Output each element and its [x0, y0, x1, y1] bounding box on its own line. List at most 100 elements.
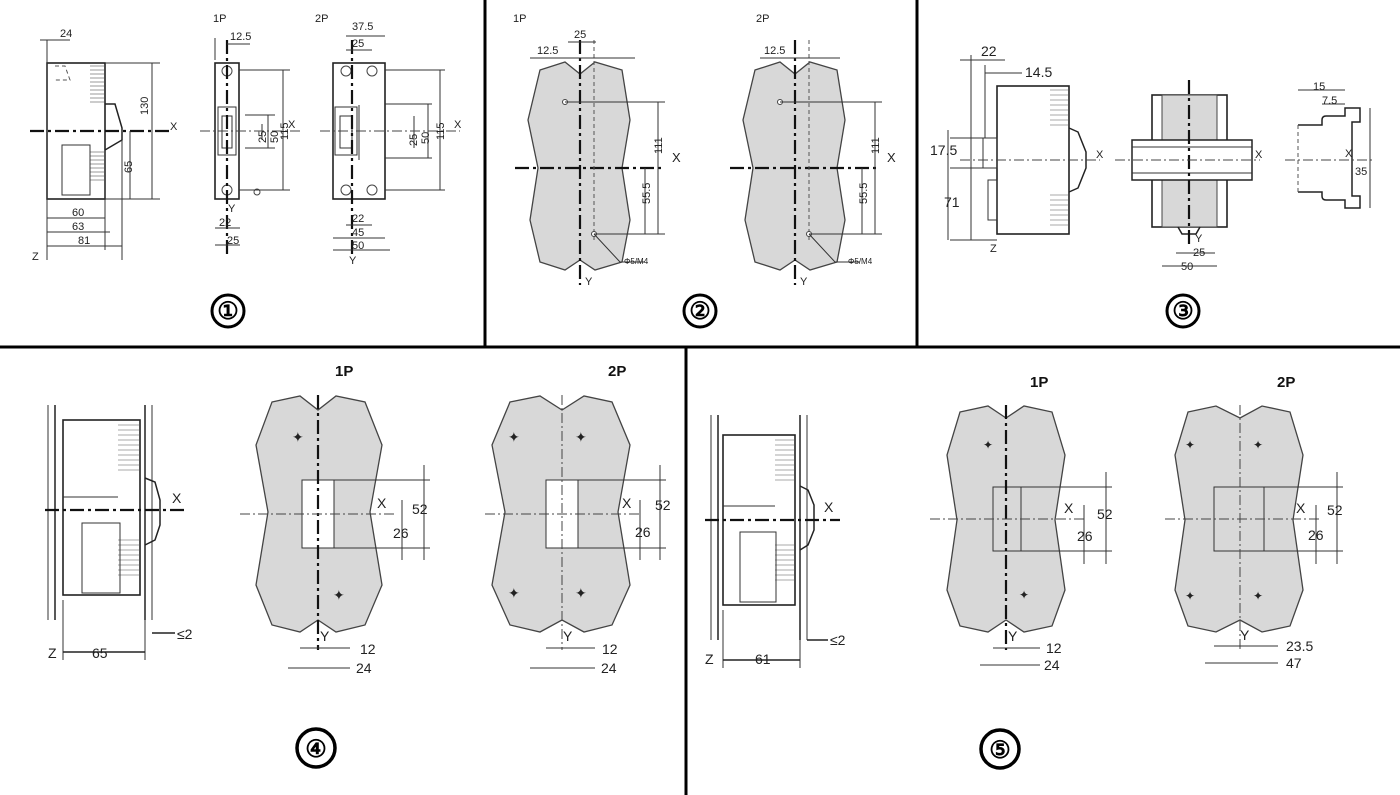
side-dim-top: 24	[60, 28, 72, 40]
p1-axis-y: Y	[228, 203, 236, 215]
p2-dim-top1: 37.5	[352, 21, 373, 33]
p5-2p-axis-y: Y	[1240, 627, 1250, 643]
p2-1p-axis-x: X	[672, 150, 681, 165]
panel4-label-1p: 1P	[335, 363, 353, 380]
panel1-label-1p: 1P	[213, 13, 226, 25]
p2-1p-h2: 55.5	[641, 183, 653, 204]
panel5-label-1p: 1P	[1030, 374, 1048, 391]
p4-side-w: 65	[92, 645, 108, 661]
panel1-1p-front: 1P 12.5 25 50 115 22 25 X	[200, 13, 300, 258]
panel2-number: ②	[689, 298, 711, 325]
p4-1p-hole-top: ✦	[292, 430, 304, 446]
panel4-number-badge	[295, 727, 337, 769]
p3-side-axis-x: X	[1096, 149, 1104, 161]
p3-front-b1: 25	[1193, 247, 1205, 259]
p5-side-axis-x: X	[824, 499, 834, 515]
p4-1p-h1: 52	[412, 501, 428, 517]
p4-1p-b2: 24	[356, 660, 372, 676]
p4-1p-hole-bottom: ✦	[333, 588, 345, 604]
p4-2p-h2: 26	[635, 524, 651, 540]
p3-side-t1: 22	[981, 43, 997, 59]
p2-dim-d2: 50	[420, 132, 432, 144]
p5-side-w: 61	[755, 651, 771, 667]
p4-2p-axis-x: X	[622, 495, 632, 511]
side-axis-x: X	[170, 121, 178, 133]
panel1-number-badge	[210, 293, 246, 329]
p3-front-axis-x: X	[1255, 149, 1263, 161]
p4-side-gap: ≤2	[177, 626, 193, 642]
p2-1p-t1: 12.5	[537, 45, 558, 57]
p4-2p-hole-2: ✦	[575, 430, 587, 446]
p3-front-b2: 50	[1181, 261, 1193, 273]
p5-1p-hole-top: ✦	[983, 438, 993, 452]
p2-2p-axis-y: Y	[800, 276, 808, 288]
p2-dim-top2: 25	[352, 38, 364, 50]
p2-dim-b2: 45	[352, 227, 364, 239]
panel3-number: ③	[1172, 298, 1194, 325]
panel4-side-view: 65 ≤2 X Z	[45, 405, 193, 661]
p2-dim-b3: 50	[352, 240, 364, 252]
panel5-side-view: 61 ≤2 X Z	[705, 415, 846, 668]
p2-2p-h2: 55.5	[858, 183, 870, 204]
side-dim-mid: 65	[123, 161, 135, 173]
panel3-rail-profile: 15 7.5 35 X	[1285, 81, 1375, 209]
p3-rail-t2: 7.5	[1322, 95, 1337, 107]
panel5-label-2p: 2P	[1277, 374, 1295, 391]
p1-dim-d2: 50	[269, 131, 281, 143]
p4-2p-hole-1: ✦	[508, 430, 520, 446]
p5-1p-axis-x: X	[1064, 500, 1074, 516]
panel5-number: ⑤	[989, 737, 1011, 764]
side-axis-z: Z	[32, 251, 39, 263]
p4-2p-hole-3: ✦	[508, 586, 520, 602]
p5-2p-hole-1: ✦	[1185, 438, 1195, 452]
panel1-label-2p: 2P	[315, 13, 328, 25]
p5-1p-hole-bottom: ✦	[1019, 588, 1029, 602]
p5-2p-hole-2: ✦	[1253, 438, 1263, 452]
p4-2p-h1: 52	[655, 497, 671, 513]
panel2-2p-plate: 12.5 111 55.5 Φ5/M4 X Y	[730, 40, 896, 288]
p2-dim-d3: 115	[435, 122, 447, 140]
p2-dim-d1: 25	[408, 134, 420, 146]
side-dim-w3: 81	[78, 235, 90, 247]
p5-1p-h1: 52	[1097, 506, 1113, 522]
p5-1p-b1: 12	[1046, 640, 1062, 656]
p4-2p-hole-4: ✦	[575, 586, 587, 602]
p1-dim-b1: 22	[219, 217, 231, 229]
p3-side-h1: 17.5	[930, 142, 957, 158]
p5-side-axis-z: Z	[705, 651, 714, 667]
p5-1p-b2: 24	[1044, 657, 1060, 673]
p3-rail-t1: 15	[1313, 81, 1325, 93]
p2-2p-hole: Φ5/M4	[848, 257, 873, 266]
p3-side-axis-z: Z	[990, 243, 997, 255]
p4-1p-b1: 12	[360, 641, 376, 657]
p5-2p-b2: 47	[1286, 655, 1302, 671]
panel4-1p-plate: ✦ ✦ 52 26 12 24 X Y	[240, 395, 430, 676]
panel-3: 22 14.5 17.5 71 X Z Y 25 50 X	[930, 43, 1375, 329]
p2-axis-x: X	[454, 119, 462, 131]
panel3-front-view: Y 25 50 X	[1115, 80, 1263, 273]
p5-side-gap: ≤2	[830, 632, 846, 648]
p4-1p-h2: 26	[393, 525, 409, 541]
p5-2p-b1: 23.5	[1286, 638, 1313, 654]
p4-1p-axis-x: X	[377, 495, 387, 511]
p4-1p-axis-y: Y	[320, 628, 330, 644]
p4-2p-axis-y: Y	[563, 628, 573, 644]
p4-2p-b2: 24	[601, 660, 617, 676]
p4-side-axis-z: Z	[48, 645, 57, 661]
side-dim-w2: 63	[72, 221, 84, 233]
p5-1p-axis-y: Y	[1008, 628, 1018, 644]
p1-dim-d1: 25	[257, 131, 269, 143]
panel4-label-2p: 2P	[608, 363, 626, 380]
p2-2p-h1: 111	[870, 137, 882, 154]
p5-2p-hole-4: ✦	[1253, 589, 1263, 603]
p2-axis-y: Y	[349, 255, 357, 267]
p3-side-t2: 14.5	[1025, 64, 1052, 80]
panel1-2p-front: 2P 37.5 25 25 50	[315, 13, 462, 267]
p2-1p-hole: Φ5/M4	[624, 257, 649, 266]
panel4-2p-plate: ✦ ✦ ✦ ✦ 52 26 12 24 X Y	[485, 395, 671, 676]
panel5-number-badge	[979, 728, 1021, 770]
panel5-1p-plate: ✦ ✦ 52 26 12 24 X Y	[930, 405, 1113, 673]
p1-dim-top: 12.5	[230, 31, 251, 43]
panel4-number: ④	[305, 736, 327, 763]
p5-1p-h2: 26	[1077, 528, 1093, 544]
